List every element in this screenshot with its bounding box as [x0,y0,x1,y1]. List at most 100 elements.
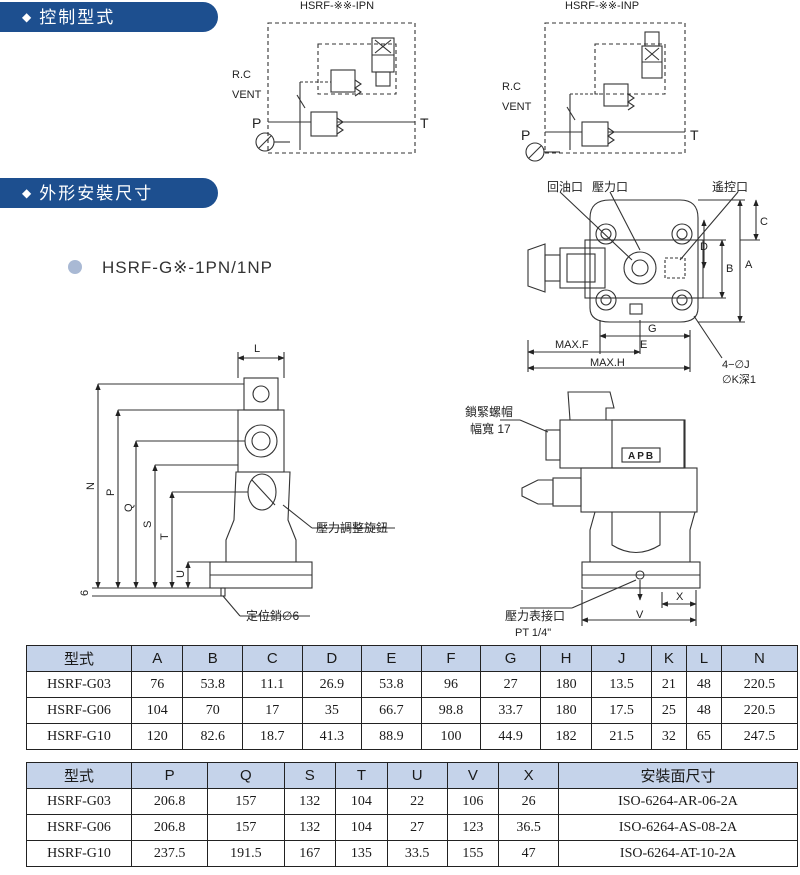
dim-e: E [640,339,647,351]
dim-s: S [142,521,154,528]
table-cell: 96 [420,671,482,698]
table-header: Q [207,762,285,789]
model-name: HSRF-G※-1PN/1NP [102,258,273,277]
table-cell: HSRF-G03 [26,788,132,815]
table-cell: ISO-6264-AT-10-2A [558,840,798,867]
table-header: 型式 [26,645,132,672]
pressure-port-callout: 壓力口 [592,180,628,194]
table-cell: 26 [498,788,559,815]
table-cell: HSRF-G10 [26,723,132,750]
dim-max-h: MAX.H [590,357,625,369]
table-header: P [130,762,209,789]
table-cell: 123 [446,814,500,841]
table-cell: 13.5 [591,671,652,698]
table-header: A [130,645,184,672]
return-port-callout: 回油口 [547,180,583,194]
table-cell: 17.5 [591,697,652,724]
table-cell: 88.9 [361,723,422,750]
table-header: N [720,645,799,672]
table-cell: HSRF-G03 [26,671,132,698]
table-cell: 41.3 [301,723,363,750]
table-cell: 48 [685,697,722,724]
t-port-label: T [420,115,429,131]
table-cell: 53.8 [182,671,243,698]
circuit-title-ipn: HSRF-※※-IPN [300,0,374,12]
table-cell: 18.7 [241,723,303,750]
dim-v: V [636,609,644,621]
section-title-control: 控制型式 [39,8,116,27]
table-cell: 47 [498,840,559,867]
table-header: D [301,645,363,672]
table-cell: 35 [301,697,363,724]
dim-q: Q [123,503,135,512]
locating-pin-callout: 定位銷∅6 [246,608,299,623]
dim-l: L [254,343,260,355]
dim-b: B [726,263,733,275]
table-cell: 26.9 [301,671,363,698]
dim-g: G [648,323,657,335]
table-cell: 104 [335,814,388,841]
diamond-bullet-icon: ◆ [22,10,34,24]
table-cell: 48 [685,671,722,698]
section-header-control: ◆ 控制型式 [0,2,218,32]
lock-nut-callout: 鎖緊螺帽 [465,404,513,419]
table-cell: 135 [335,840,388,867]
table-cell: 27 [386,814,448,841]
table-row: HSRF-G03 76 53.8 11.1 26.9 53.8 96 27 18… [26,671,799,698]
p-port-label: P [252,115,261,131]
table-cell: 17 [241,697,303,724]
table-header: T [335,762,388,789]
dimension-table-1: 型式 A B C D E F G H J K L N HSRF-G03 76 5… [26,645,799,750]
table-cell: 21 [650,671,687,698]
dim-d: D [700,241,708,253]
table-cell: HSRF-G06 [26,697,132,724]
table-cell: 191.5 [207,840,285,867]
table-cell: ISO-6264-AS-08-2A [558,814,798,841]
table-cell: 132 [283,814,337,841]
vent-label-2: VENT [502,101,532,113]
table-cell: 157 [207,814,285,841]
holes-callout: 4−∅J [722,359,750,371]
table-row: HSRF-G10 237.5 191.5 167 135 33.5 155 47… [26,840,798,867]
table-cell: 120 [130,723,184,750]
table-cell: 167 [283,840,337,867]
table-cell: 182 [539,723,593,750]
table-cell: 237.5 [130,840,209,867]
dim-x: X [676,591,684,603]
table-header: H [539,645,593,672]
table-cell: HSRF-G06 [26,814,132,841]
dim-a: A [745,259,753,271]
section-header-dimensions: ◆ 外形安裝尺寸 [0,178,218,208]
table-cell: 220.5 [720,697,799,724]
dim-n: N [85,482,97,490]
dim-c: C [760,216,768,228]
table-cell: 44.9 [480,723,541,750]
table-cell: 180 [539,697,593,724]
table-header: E [361,645,422,672]
table-cell: 36.5 [498,814,559,841]
table-header: C [241,645,303,672]
table-cell: 66.7 [361,697,422,724]
table-header: J [591,645,652,672]
table-cell: 206.8 [130,788,209,815]
t-port-label-2: T [690,127,699,143]
top-view-drawing: 回油口 壓力口 遙控口 MAX.F E G MAX.H A B C D 4−∅J… [527,180,768,386]
table-cell: 104 [335,788,388,815]
table-header: L [685,645,722,672]
section-title-dimensions: 外形安裝尺寸 [39,184,154,203]
table-cell: 180 [539,671,593,698]
table-cell: 106 [446,788,500,815]
table-cell: ISO-6264-AR-06-2A [558,788,798,815]
table-cell: 33.5 [386,840,448,867]
table-cell: 65 [685,723,722,750]
dim-t: T [159,533,171,540]
table-cell: 32 [650,723,687,750]
table-header: X [498,762,559,789]
table-cell: 206.8 [130,814,209,841]
table-cell: 33.7 [480,697,541,724]
table-header: U [386,762,448,789]
dimension-table-2: 型式 P Q S T U V X 安裝面尺寸 HSRF-G03 206.8 15… [26,762,798,867]
vent-label: VENT [232,89,262,101]
diamond-bullet-icon: ◆ [22,186,34,200]
side-view-drawing: L N P Q S T U 6 壓力調整旋鈕 定位銷∅6 [79,343,395,623]
